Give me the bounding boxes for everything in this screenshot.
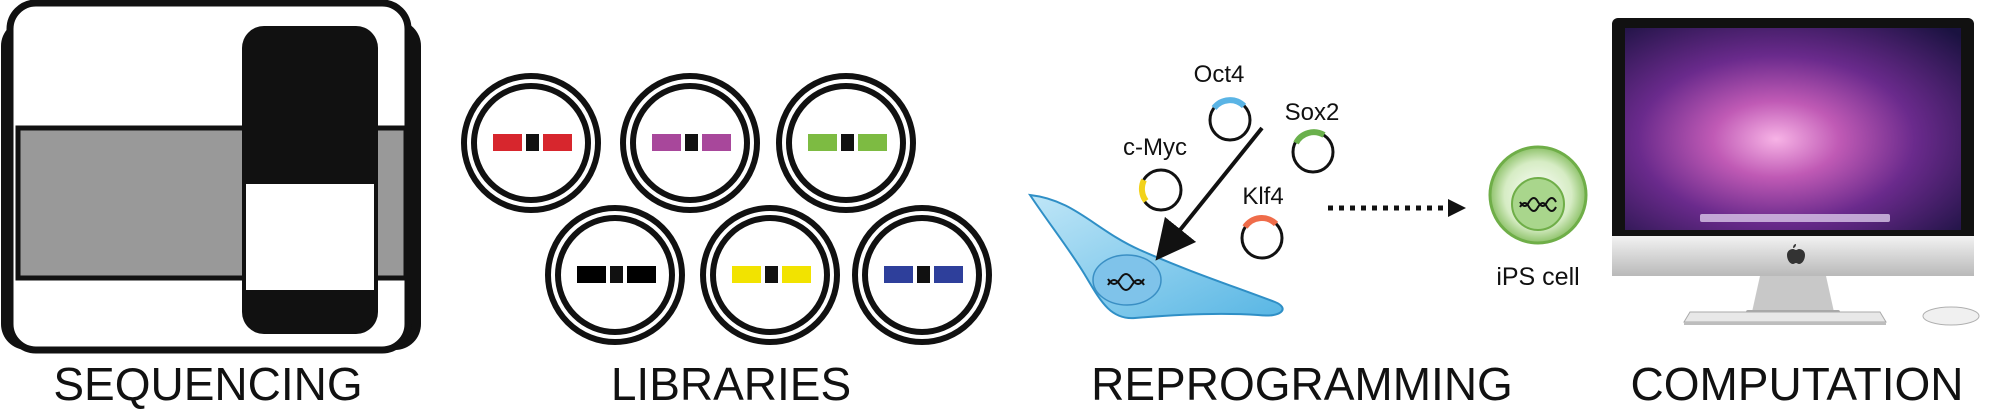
ips-cell-icon [1488,145,1588,245]
panel-label-reprogramming: REPROGRAMMING [1091,358,1513,410]
sequencing-panel: SEQUENCING [1,0,421,410]
transduction-arrow [1155,126,1264,261]
panel-label-sequencing: SEQUENCING [53,358,362,410]
reprogramming-panel: Oct4 Sox2 c-Myc Klf4 [1027,61,1588,410]
library-tube [545,205,685,345]
libraries-panel: LIBRARIES [461,73,992,410]
library-tube [852,205,992,345]
panel-label-computation: COMPUTATION [1630,358,1963,410]
library-tube [461,73,601,213]
factor-label-klf4: Klf4 [1242,183,1283,210]
library-tube [776,73,916,213]
factor-klf4: Klf4 [1240,183,1284,260]
reprogramming-arrow [1328,199,1466,217]
library-tube [700,205,840,345]
apple-logo-icon [1787,244,1805,264]
keyboard-icon [1683,311,1887,325]
fibroblast-cell-icon [1027,193,1284,320]
factor-c-myc: c-Myc [1123,134,1187,212]
panel-label-libraries: LIBRARIES [611,358,851,410]
factor-oct4: Oct4 [1194,61,1252,142]
computation-panel: COMPUTATION [1612,18,1980,410]
ips-cell-label: iPS cell [1496,263,1579,291]
mouse-icon [1922,306,1980,326]
factor-label-sox2: Sox2 [1285,99,1340,126]
library-tube [620,73,760,213]
factor-label-c-myc: c-Myc [1123,134,1187,161]
sequencer-icon [1,0,421,354]
factor-label-oct4: Oct4 [1194,61,1245,88]
factor-sox2: Sox2 [1285,99,1340,174]
imac-computer-icon [1612,18,1974,315]
